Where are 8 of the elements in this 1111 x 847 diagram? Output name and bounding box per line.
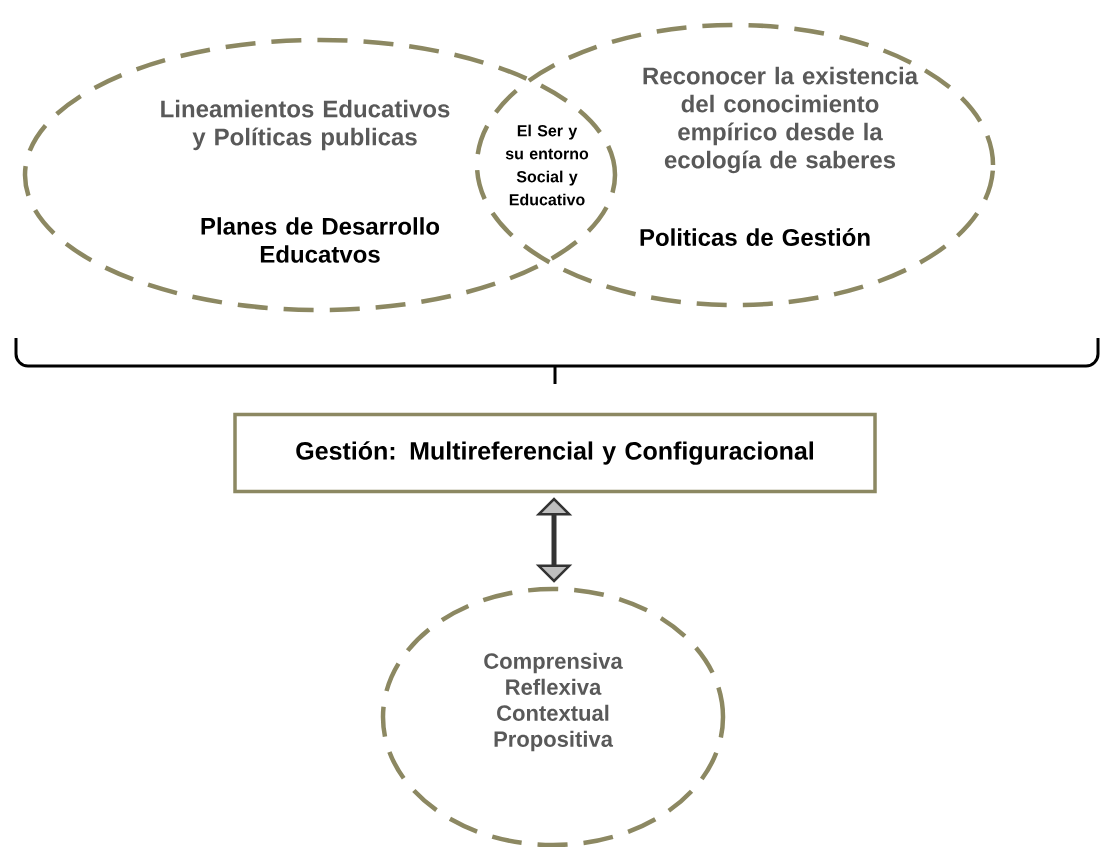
label-text: Lineamientos Educativos y Políticas publicas: [161, 99, 450, 151]
label-text: Reconocer la existencia del conocimiento empírico desde la ecología de saberes: [643, 66, 919, 174]
label-text: Politicas de Gestión: [640, 228, 870, 246]
label-text: Comprensiva Reflexiva Contextual Propositiva: [484, 652, 623, 752]
label-text: Gestión: Multireferencial y Configuracional: [296, 441, 813, 465]
double-arrow: [535, 497, 573, 583]
label-text: Planes de Desarrollo Educatvos: [201, 217, 440, 263]
overlap-text: El Ser y su entorno Social y Educativo: [505, 124, 589, 206]
